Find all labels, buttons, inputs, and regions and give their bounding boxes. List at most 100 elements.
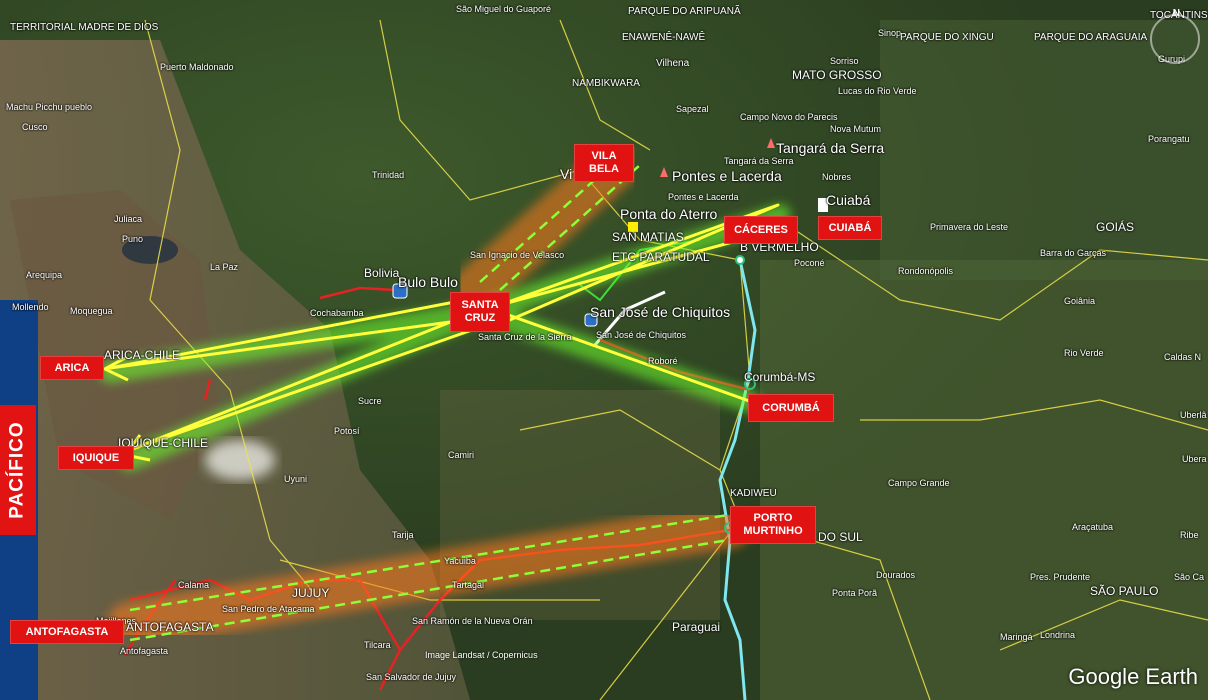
image-credit: Image Landsat / Copernicus <box>425 650 538 660</box>
label-jujuy: JUJUY <box>292 586 330 600</box>
label-sinop: Sinop <box>878 28 902 38</box>
label-arica-chile: ARICA-CHILE <box>104 348 181 362</box>
label-tangara: Tangará da Serra <box>776 140 885 156</box>
paraguay-river <box>718 259 757 700</box>
label-corumba: CORUMBÁ <box>748 394 834 422</box>
label-nova-mutum: Nova Mutum <box>830 124 882 134</box>
label-iquique-chile: IQUIQUE-CHILE <box>118 436 209 450</box>
borders <box>144 19 1208 700</box>
label-sao-paulo: SÃO PAULO <box>1090 584 1159 598</box>
label-territorial: TERRITORIAL MADRE DE DIOS <box>10 22 159 33</box>
label-tarija: Tarija <box>392 530 414 540</box>
label-goias: GOIÁS <box>1096 220 1135 234</box>
label-calama: Calama <box>178 580 210 590</box>
label-xingu: PARQUE DO XINGU <box>900 32 994 43</box>
pacifico-banner: PACÍFICO <box>0 405 36 535</box>
arrow-arica <box>108 298 466 370</box>
label-tilcara: Tilcara <box>364 640 391 650</box>
label-etc: ETC PARATUDAL <box>612 250 710 264</box>
label-san-jose: San José de Chiquitos <box>590 304 731 320</box>
compass-north-label: N <box>1172 8 1180 19</box>
label-porangatu: Porangatu <box>1148 134 1190 144</box>
label-uyuni: Uyuni <box>284 474 308 484</box>
arrow-caceres <box>499 203 780 324</box>
label-robore: Roboré <box>648 356 678 366</box>
label-antofagasta-region: ANTOFAGASTA <box>126 620 214 634</box>
label-sorriso: Sorriso <box>830 56 859 66</box>
label-nobres: Nobres <box>822 172 852 182</box>
yellow-arrows <box>103 203 780 462</box>
label-paraguai: Paraguai <box>672 620 721 634</box>
label-araguaia: PARQUE DO ARAGUAIA <box>1034 32 1148 43</box>
label-yacuiba: Yacuiba <box>444 556 476 566</box>
label-pocone: Poconé <box>794 258 825 268</box>
arrow-arica-head <box>103 356 129 382</box>
label-cochabamba: Cochabamba <box>310 308 364 318</box>
label-campo-novo: Campo Novo do Parecis <box>740 112 838 122</box>
label-pontes: Pontes e Lacerda <box>672 168 782 184</box>
label-san-pedro: San Pedro de Atacama <box>222 604 315 614</box>
google-earth-logo: Google Earth <box>1068 664 1198 689</box>
label-aracatuba: Araçatuba <box>1072 522 1114 532</box>
label-bolivia: Bolivia <box>364 266 400 280</box>
label-machu: Machu Picchu pueblo <box>6 102 93 112</box>
label-campo-grande: Campo Grande <box>888 478 950 488</box>
label-san-ramon: San Ramón de la Nueva Orán <box>412 616 533 626</box>
label-trinidad: Trinidad <box>372 170 405 180</box>
label-ponta-pora: Ponta Porã <box>832 588 878 598</box>
label-camiri: Camiri <box>448 450 474 460</box>
label-juliaca: Juliaca <box>114 214 143 224</box>
label-ubera: Ubera <box>1182 454 1207 464</box>
label-primavera: Primavera do Leste <box>930 222 1009 232</box>
label-pontes-small: Pontes e Lacerda <box>668 192 739 202</box>
label-londrina: Londrina <box>1040 630 1076 640</box>
label-santa-cruz: SANTA CRUZ <box>450 292 510 332</box>
label-antofagasta: ANTOFAGASTA <box>10 620 124 644</box>
label-maringa: Maringá <box>1000 632 1033 642</box>
label-rio-verde: Rio Verde <box>1064 348 1104 358</box>
label-iquique: IQUIQUE <box>58 446 134 470</box>
label-nambikwara: NAMBIKWARA <box>572 78 640 89</box>
label-arica: ARICA <box>40 356 104 380</box>
label-pres-prudente: Pres. Prudente <box>1030 572 1091 582</box>
label-mollendo: Mollendo <box>12 302 49 312</box>
label-uberla: Uberlâ <box>1180 410 1207 420</box>
label-mato-grosso: MATO GROSSO <box>792 68 882 82</box>
label-la-paz: La Paz <box>210 262 239 272</box>
label-tartagal: Tartagal <box>452 580 485 590</box>
label-goiania: Goiânia <box>1064 296 1096 306</box>
label-cuiaba-map: Cuiabá <box>826 192 871 208</box>
label-vila-bela-small: Vi <box>560 166 573 182</box>
label-san-matias: SAN MATIAS <box>612 230 684 244</box>
label-dourados: Dourados <box>876 570 916 580</box>
label-puerto-maldonado: Puerto Maldonado <box>160 62 234 72</box>
label-caldas: Caldas N <box>1164 352 1202 362</box>
label-san-ignacio: San Ignacio de Velasco <box>470 250 565 260</box>
line-sanjose <box>499 238 741 307</box>
label-bulo: Bulo Bulo <box>398 274 458 290</box>
label-barra-garcas: Barra do Garças <box>1040 248 1107 258</box>
label-corumba-ms: Corumbá-MS <box>744 370 816 384</box>
label-antofagasta-city: Antofagasta <box>120 646 169 656</box>
white-road <box>593 290 666 346</box>
label-aripuana: PARQUE DO ARIPUANÃ <box>628 6 741 17</box>
label-puno: Puno <box>122 234 144 244</box>
label-sucre: Sucre <box>358 396 382 406</box>
label-ponta-aterro: Ponta do Aterro <box>620 206 718 222</box>
label-do-sul: DO SUL <box>818 530 863 544</box>
label-cuiaba: CUIABÁ <box>818 216 882 240</box>
label-salvador: San Salvador de Jujuy <box>366 672 457 682</box>
label-potosi: Potosí <box>334 426 360 436</box>
label-porto-murtinho: PORTO MURTINHO <box>730 506 816 544</box>
label-cusco: Cusco <box>22 122 48 132</box>
compass-icon[interactable] <box>1150 14 1200 64</box>
label-kadiweu: KADIWEU <box>730 488 777 499</box>
label-sao-miguel: São Miguel do Guaporé <box>456 4 552 14</box>
label-enawene: ENAWENÊ-NAWÊ <box>622 32 706 43</box>
label-vilhena: Vilhena <box>656 58 690 69</box>
arrow-corumba <box>499 310 753 404</box>
markers <box>392 138 828 534</box>
